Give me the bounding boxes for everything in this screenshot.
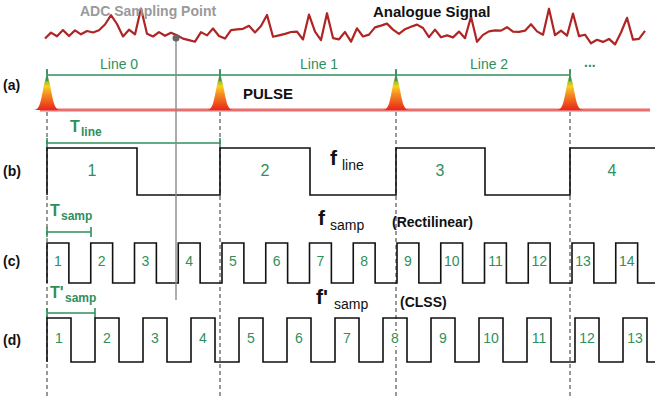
pulse-number: 9 xyxy=(438,331,448,346)
pulse xyxy=(31,76,63,110)
signal-label: Line 2 xyxy=(470,57,508,72)
signal-label: ADC Sampling Point xyxy=(80,4,216,19)
pulse-number: 3 xyxy=(435,162,446,180)
pulse-number: 2 xyxy=(260,162,271,180)
pulse-number: 6 xyxy=(272,254,282,269)
clss-wave xyxy=(47,318,655,362)
pulse-number: 11 xyxy=(487,254,504,269)
pulse-number: 1 xyxy=(53,254,63,269)
signal-label: samp xyxy=(65,292,96,305)
signal-label: PULSE xyxy=(243,86,293,103)
signal-label: ... xyxy=(584,55,596,70)
signal-label: f xyxy=(330,146,337,169)
pulse-number: 2 xyxy=(102,331,112,346)
pulse-number: 12 xyxy=(578,331,596,346)
pulse-number: 7 xyxy=(316,254,326,269)
adc-sampling-dot xyxy=(173,35,180,42)
pulse-number: 4 xyxy=(184,254,194,269)
signal-label: Analogue Signal xyxy=(373,4,491,21)
signal-label: T' xyxy=(50,284,64,302)
pulse-number: 14 xyxy=(618,254,636,269)
signal-label: (CLSS) xyxy=(400,295,447,310)
signal-label: f xyxy=(318,206,325,229)
pulse-number: 9 xyxy=(403,254,413,269)
pulse-number: 3 xyxy=(141,254,151,269)
signal-label: (Rectilinear) xyxy=(392,215,473,230)
signal-label: line xyxy=(342,158,364,173)
fsamp-wave xyxy=(47,243,655,283)
fline-wave xyxy=(47,148,655,195)
line-boundary xyxy=(47,70,570,398)
pulse-number: 6 xyxy=(294,331,304,346)
pulse xyxy=(554,76,586,110)
pulse-number: 3 xyxy=(150,331,160,346)
pulse-number: 8 xyxy=(390,331,400,346)
signal-label: (d) xyxy=(3,333,21,348)
pulse-number: 5 xyxy=(246,331,256,346)
pulse-number: 4 xyxy=(198,331,208,346)
pulse-number: 13 xyxy=(574,254,592,269)
signal-label: Line 1 xyxy=(300,57,338,72)
pulse-number: 4 xyxy=(607,162,618,180)
adc-sampling-line xyxy=(175,38,176,300)
pulse-number: 11 xyxy=(531,331,548,346)
signal-label: (a) xyxy=(3,78,20,93)
pulse-number: 10 xyxy=(443,254,461,269)
signal-label: (b) xyxy=(3,164,21,179)
signal-label: samp xyxy=(61,210,92,223)
pulse-number: 8 xyxy=(359,254,369,269)
pulse xyxy=(380,76,412,110)
signal-label: T xyxy=(50,202,60,220)
pulse-number: 1 xyxy=(87,162,98,180)
signal-label: f' xyxy=(316,285,328,308)
signal-label: samp xyxy=(334,297,368,312)
pulse-number: 5 xyxy=(228,254,238,269)
line-span xyxy=(47,69,570,318)
pulse-number: 13 xyxy=(626,331,644,346)
pulse-number: 7 xyxy=(342,331,352,346)
pulse xyxy=(204,76,236,110)
signal-label: samp xyxy=(330,218,364,233)
pulse-number: 1 xyxy=(54,331,64,346)
pulse-number: 2 xyxy=(97,254,107,269)
pulse-number: 12 xyxy=(530,254,548,269)
pulse-number: 10 xyxy=(482,331,500,346)
signal-label: line xyxy=(81,126,102,139)
signal-label: (c) xyxy=(3,254,20,269)
signal-label: Line 0 xyxy=(100,57,138,72)
pulse-shapes xyxy=(31,76,586,110)
signal-label: T xyxy=(70,118,80,136)
